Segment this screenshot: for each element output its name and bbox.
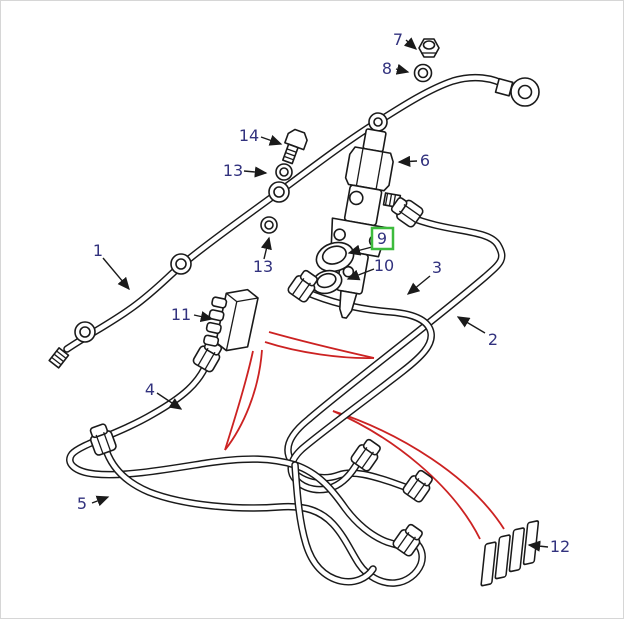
red-leader-clip11-down-b [224,349,263,451]
callout-label-1[interactable]: 1 [93,241,103,260]
seal-ring-10 [311,269,343,295]
leader-13-lower [260,236,272,260]
highlight-box-callout-9[interactable] [370,226,395,251]
red-leader-clip11-right-a [268,331,375,359]
banjo-end-fitting [494,77,540,107]
red-leader-clip12-b [332,410,505,530]
leader-5 [91,495,110,507]
leader-2 [456,316,486,334]
callout-label-13-lower[interactable]: 13 [253,257,273,276]
pipe-clip-12 [480,520,540,587]
callout-leaders [91,37,549,552]
callout-label-6[interactable]: 6 [420,151,430,170]
banjo-threaded-end [48,347,70,369]
banjo-union-injector-top [368,112,388,132]
banjo-union-2 [170,253,192,275]
pump-nut-2 [400,466,437,505]
callout-label-11[interactable]: 11 [171,305,191,324]
leader-9 [347,244,373,256]
leader-7 [403,37,418,50]
washer-13-lower [260,216,278,234]
red-leader-clip11-right-b [264,341,375,360]
leader-1 [102,257,130,291]
callout-label-2[interactable]: 2 [488,330,498,349]
callout-label-10[interactable]: 10 [374,256,394,275]
callout-label-8[interactable]: 8 [382,59,392,78]
leader-4 [156,392,183,410]
callout-label-3[interactable]: 3 [432,258,442,277]
callout-label-14[interactable]: 14 [239,126,259,145]
callout-label-12[interactable]: 12 [550,537,570,556]
callout-labels: 1 2 3 4 5 6 7 8 9 10 11 12 13 13 14 [77,30,570,556]
leader-14 [260,135,283,146]
leader-11 [193,311,214,323]
callout-label-5[interactable]: 5 [77,494,87,513]
banjo-bolt-14 [282,128,308,165]
locknut-7 [418,38,440,58]
pipe5-end-nut [86,421,118,457]
red-leader-clip12-a [332,410,481,540]
leader-8 [395,63,410,75]
banjo-union-1 [74,321,96,343]
red-clip-leaders [224,331,505,540]
washer-13-upper [275,163,293,181]
callout-label-9[interactable]: 9 [377,229,387,248]
pipe-injection-5 [105,447,422,583]
banjo-union-3 [268,181,290,203]
leader-13-upper [243,166,268,178]
washer-8 [413,63,433,83]
leader-6 [397,155,418,167]
leader-3 [406,275,431,295]
callout-label-4[interactable]: 4 [145,380,155,399]
callout-label-7[interactable]: 7 [393,30,403,49]
leader-10 [346,268,375,281]
callout-label-13-upper[interactable]: 13 [223,161,243,180]
red-leader-clip11-down-a [224,350,254,451]
leader-12 [527,540,549,552]
pipe-clip-11 [203,288,259,352]
seal-ring-9 [315,241,355,273]
